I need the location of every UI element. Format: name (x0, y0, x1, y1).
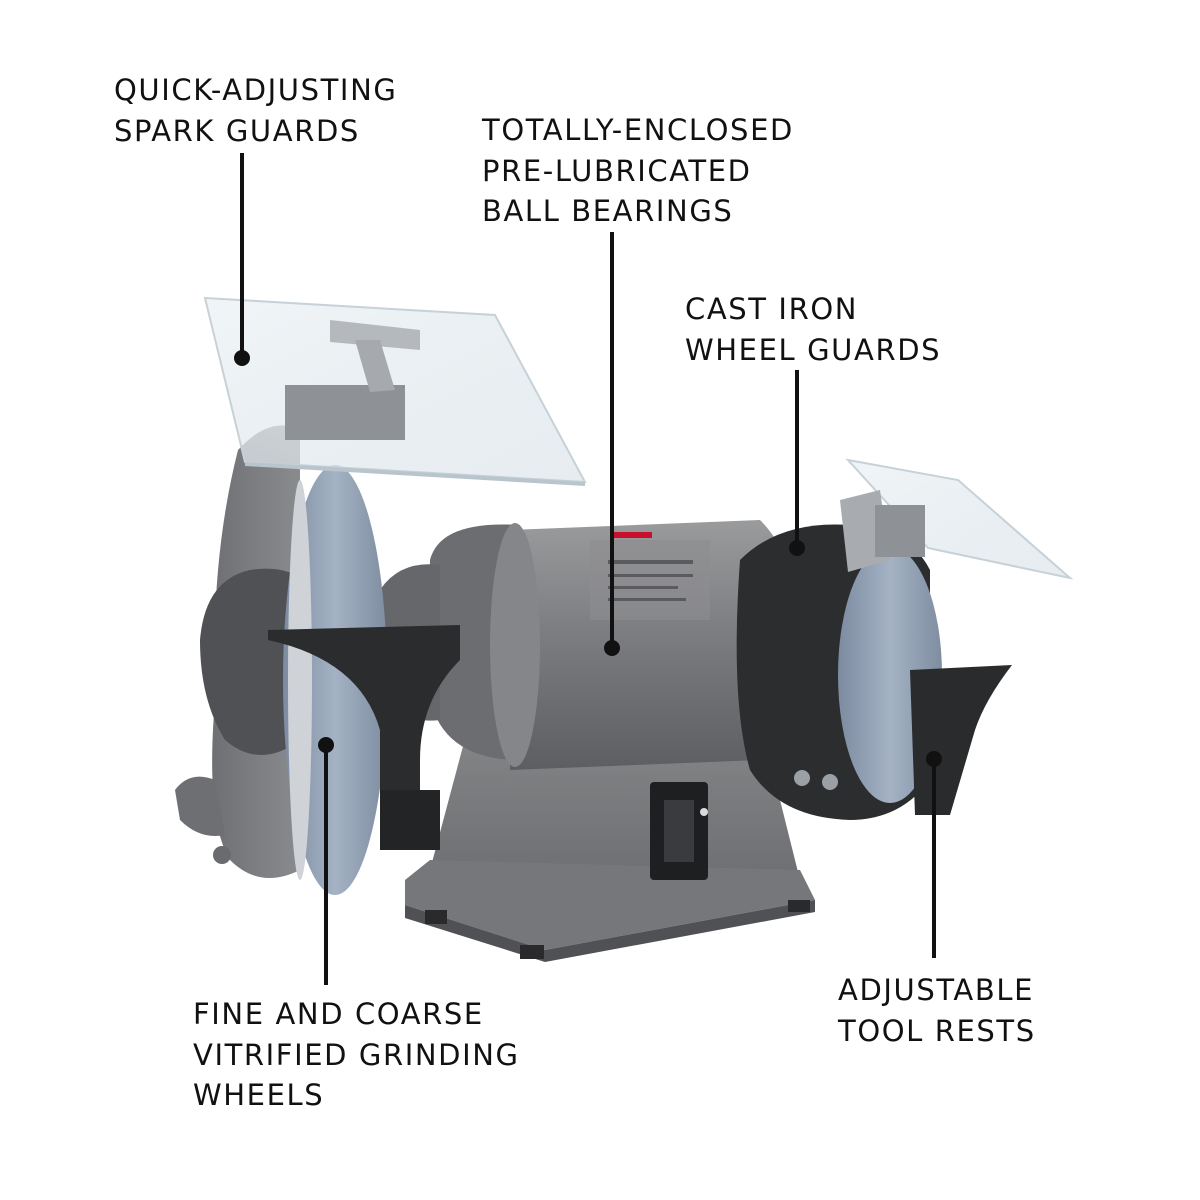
leader-spark-guards (234, 153, 250, 366)
callout-line: SPARK GUARDS (114, 113, 360, 148)
callout-line: VITRIFIED GRINDING (193, 1037, 520, 1072)
callout-line: QUICK-ADJUSTING (114, 73, 398, 107)
leader-grinding-wheels (318, 737, 334, 985)
left-spark-guard (203, 296, 587, 486)
callout-line: FINE AND COARSE (193, 997, 484, 1031)
callout-line: TOOL RESTS (838, 1013, 1036, 1048)
leader-ball-bearings (604, 232, 620, 656)
callout-tool-rests: ADJUSTABLE TOOL RESTS (838, 970, 1036, 1051)
callout-line: PRE-LUBRICATED (482, 153, 752, 188)
callout-line: BALL BEARINGS (482, 194, 734, 228)
callout-wheel-guards: CAST IRON WHEEL GUARDS (685, 289, 941, 370)
callout-ball-bearings: TOTALLY-ENCLOSED PRE-LUBRICATED BALL BEA… (482, 110, 794, 232)
leader-wheel-guards (789, 370, 805, 556)
callout-line: WHEEL GUARDS (685, 332, 942, 367)
callout-line: CAST IRON (685, 292, 859, 326)
callout-grinding-wheels: FINE AND COARSE VITRIFIED GRINDING WHEEL… (193, 994, 520, 1116)
callout-line: TOTALLY-ENCLOSED (482, 113, 794, 147)
callout-line: WHEELS (193, 1078, 325, 1112)
left-grinding-wheel (283, 465, 387, 895)
callout-line: ADJUSTABLE (838, 973, 1035, 1007)
callout-spark-guards: QUICK-ADJUSTING SPARK GUARDS (114, 70, 397, 151)
left-tool-rest (268, 625, 460, 850)
right-spark-guard (840, 458, 1074, 580)
right-tool-rest (910, 665, 1012, 815)
leader-tool-rests (926, 751, 942, 958)
